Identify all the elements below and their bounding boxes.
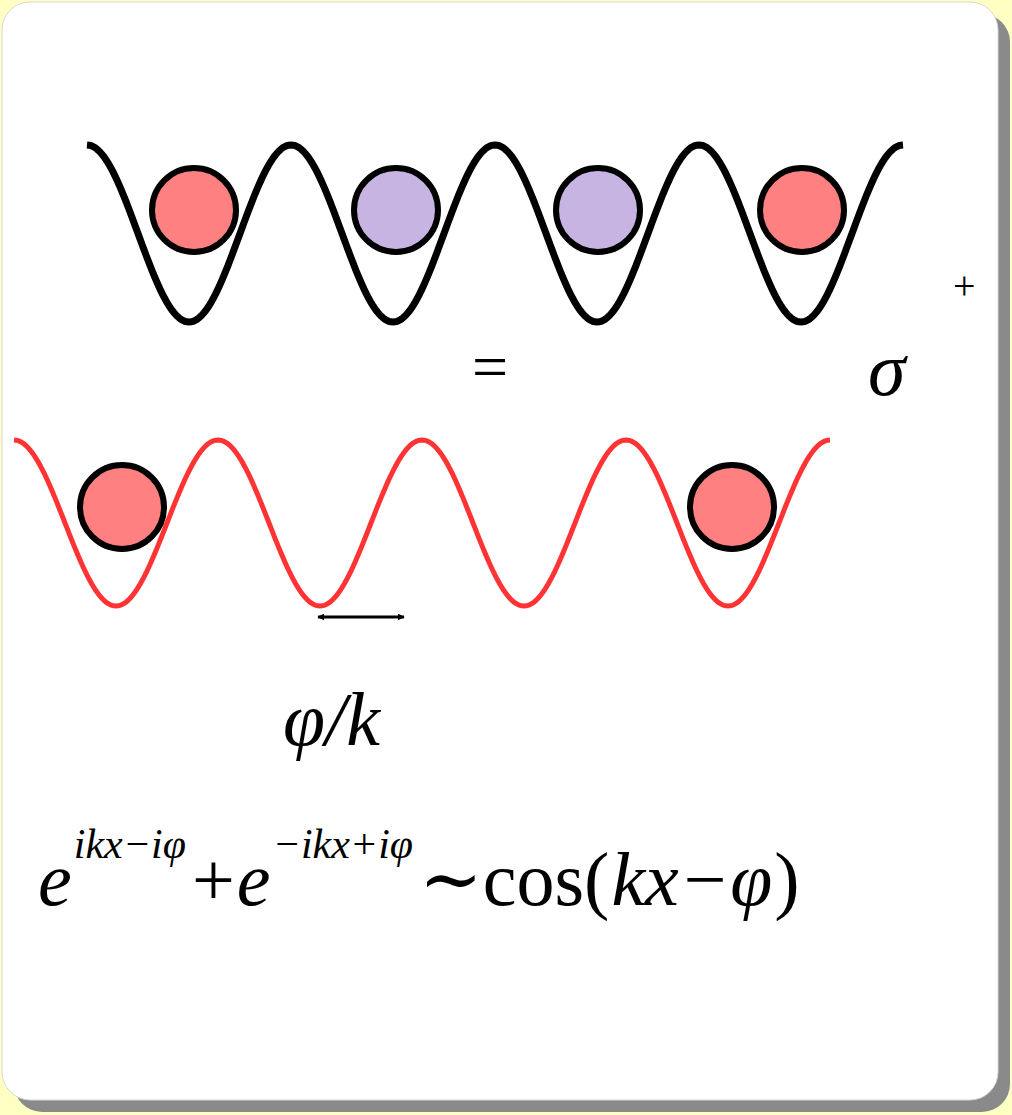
polarization-symbol: σ (868, 331, 905, 407)
formula-bracket: ) (774, 823, 799, 917)
atom (690, 465, 774, 549)
formula-argument: kx−φ (611, 823, 772, 917)
equals-sign: = (472, 335, 508, 399)
formula-exponent: −ikx+iφ (273, 823, 414, 865)
shift-arrow (318, 616, 404, 619)
panel (2, 2, 998, 1100)
formula-function: ∼cos( (419, 823, 609, 917)
shift-label: φ/k (283, 681, 380, 757)
formula: eikx−iφ+e−ikx+iφ∼cos(kx−φ) (38, 823, 802, 917)
formula-term: e (237, 823, 271, 917)
atom (760, 168, 844, 252)
formula-operator: + (192, 823, 235, 917)
atom (152, 168, 236, 252)
atom (354, 168, 438, 252)
formula-term: e (38, 823, 72, 917)
shifted-lattice-potential (14, 440, 830, 606)
lattice-potential (87, 145, 903, 322)
formula-exponent: ikx−iφ (74, 823, 186, 865)
atom (556, 168, 640, 252)
atom (80, 465, 164, 549)
polarization-superscript: + (953, 266, 976, 306)
lattices (14, 145, 903, 606)
